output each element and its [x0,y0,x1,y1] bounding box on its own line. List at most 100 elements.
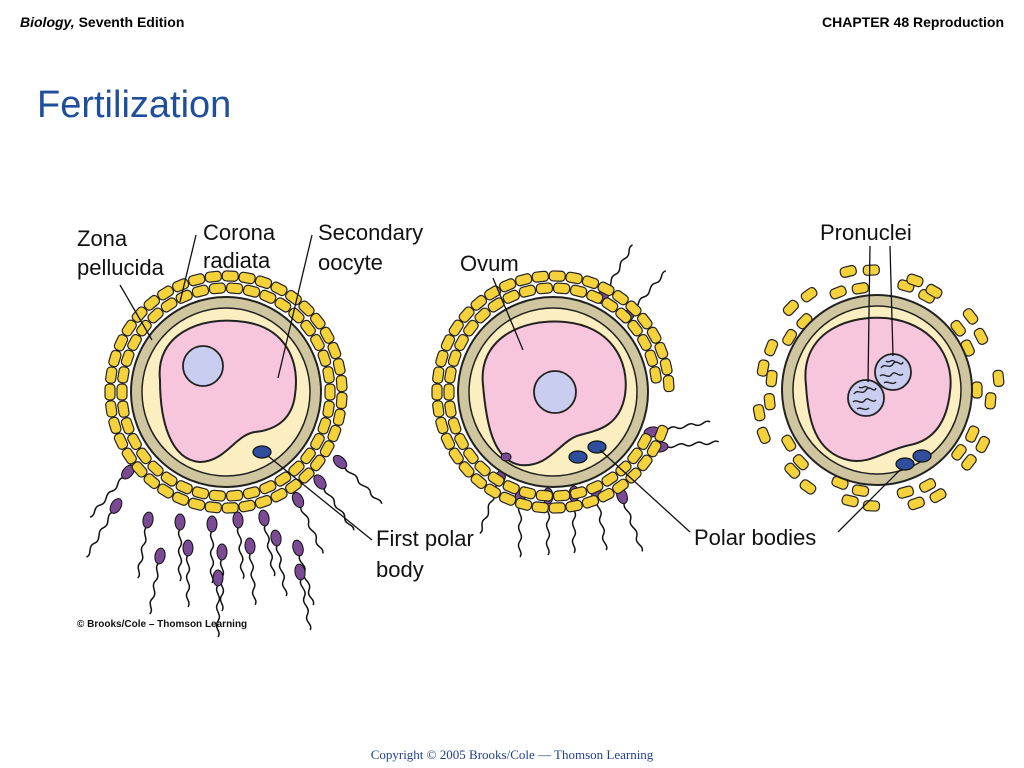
corona-cell [627,447,643,465]
corona-cell [474,460,491,477]
header-book-title: Biology, Seventh Edition [20,14,184,30]
corona-cell [498,491,517,506]
corona-cell [285,289,302,306]
corona-cell [569,486,588,500]
sperm [149,547,166,615]
leader-pronucleus-1 [889,245,894,357]
corona-cell [514,497,533,511]
corona-cell [121,319,137,337]
corona-cell [208,282,227,295]
corona-cell [444,400,457,418]
corona-cell [502,289,520,304]
corona-cell [514,273,533,287]
corona-cell [458,461,475,478]
corona-cell [654,341,669,360]
sperm [294,563,312,631]
sperm [332,454,383,504]
corona-cell [108,416,122,435]
corona-cell [552,489,571,502]
cell-2-nucleus [533,370,577,414]
corona-cell [443,383,455,401]
corona-cell [317,349,332,367]
sperm [216,543,228,612]
corona-cell [531,270,549,283]
corona-cell [432,366,445,384]
corona-cell [225,489,244,502]
corona-cell [782,299,799,317]
corona-cell [627,319,643,337]
corona-cell [615,460,632,477]
corona-cell [317,417,332,435]
corona-cell [484,285,502,301]
corona-cell [131,461,148,478]
sperm [291,491,324,554]
corona-cell [474,307,491,324]
cell-3-pronucleus-1 [874,353,912,391]
corona-cell [756,359,770,377]
corona-cell [975,435,991,454]
corona-cell [440,334,456,352]
corona-cell [601,297,619,313]
corona-cell [117,366,130,384]
leader-polar-bodies-cell-3 [837,469,901,533]
corona-cell [458,306,475,323]
corona-cell [950,319,967,337]
leader-first-polar-body [267,455,373,541]
label-corona-1: Corona [203,220,276,245]
corona-cell [781,434,797,452]
corona-cell [113,334,129,352]
corona-cell [907,496,925,511]
corona-cell [327,424,342,443]
cell-1-nucleus [182,345,224,387]
label-corona-2: radiata [203,248,271,273]
corona-cell [649,366,662,384]
corona-cell [784,462,801,479]
corona-cell [612,289,629,306]
corona-cell [435,349,449,368]
corona-cell [105,366,118,384]
corona-cell [221,502,239,514]
corona-cell [597,281,615,297]
corona-cell [187,273,206,287]
cell-1-secondary-oocyte [86,270,383,638]
cell-3-polar-body-2 [912,449,932,463]
corona-cell [612,478,629,495]
label-pronuclei: Pronuclei [820,220,912,245]
corona-cell [319,326,335,344]
cell-2-polar-body-2 [587,440,607,454]
cell-1-sperm-group [86,454,383,638]
corona-cell [208,489,227,502]
cell-3-corona-radiata [752,264,1005,512]
leader-zona-pellucida [119,284,153,341]
corona-cell [136,319,152,337]
corona-cell [147,307,164,324]
cell-1-first-polar-body [252,445,272,459]
corona-cell [431,383,443,401]
corona-cell [127,432,142,451]
corona-cell [274,471,292,487]
corona-cell [270,281,288,297]
corona-cell [238,271,256,285]
cell-2-corona-radiata [431,270,675,514]
footer-copyright: Copyright © 2005 Brooks/Cole — Thomson L… [370,747,654,762]
corona-cell [322,400,335,418]
corona-cell [586,289,604,304]
sperm [212,569,224,638]
sperm [89,464,135,518]
sperm [174,513,186,582]
corona-cell [204,270,222,283]
corona-cell [597,487,615,503]
sperm [232,511,245,580]
corona-cell [191,486,210,500]
corona-cell [637,432,652,451]
corona-cell [108,349,122,368]
corona-cell [502,480,520,495]
label-polar-bodies: Polar bodies [694,525,816,550]
corona-cell [300,447,316,465]
label-zona-1: Zona [77,226,128,251]
corona-cell [440,432,456,450]
corona-cell [565,499,583,513]
label-secondary-2: oocyte [318,250,383,275]
corona-cell [552,282,571,295]
cell-2-ovum [431,244,720,558]
